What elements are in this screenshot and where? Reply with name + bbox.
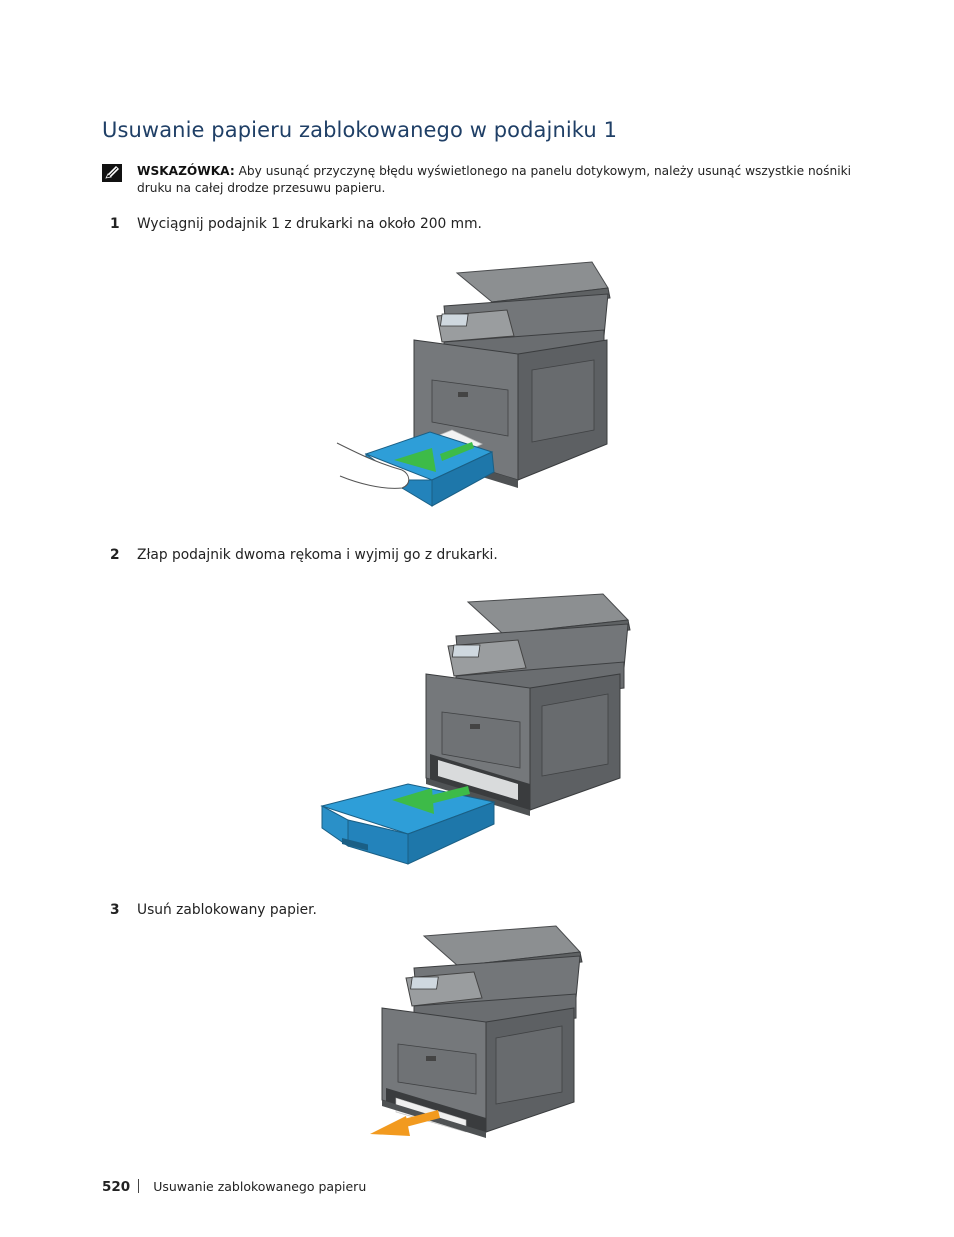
- page-title: Usuwanie papieru zablokowanego w podajni…: [102, 118, 618, 142]
- step-text: Złap podajnik dwoma rękoma i wyjmij go z…: [137, 547, 498, 563]
- footer-separator: [138, 1179, 140, 1193]
- printer-tray-removed-illustration: [320, 593, 631, 865]
- note-text: Aby usunąć przyczynę błędu wyświetlonego…: [137, 164, 852, 195]
- note-label: WSKAZÓWKA:: [137, 164, 235, 178]
- step-number: 2: [110, 547, 120, 563]
- step-number: 1: [110, 216, 120, 232]
- pencil-note-icon: [102, 164, 122, 182]
- page-footer: 520 Usuwanie zablokowanego papieru: [102, 1179, 366, 1195]
- step-text: Wyciągnij podajnik 1 z drukarki na około…: [137, 216, 482, 232]
- printer-tray-pulled-illustration: [336, 261, 611, 507]
- step-text: Usuń zablokowany papier.: [137, 902, 317, 918]
- page-number: 520: [102, 1179, 131, 1195]
- printer-remove-paper-illustration: [370, 925, 583, 1138]
- step-number: 3: [110, 902, 120, 918]
- footer-section-title: Usuwanie zablokowanego papieru: [153, 1179, 367, 1194]
